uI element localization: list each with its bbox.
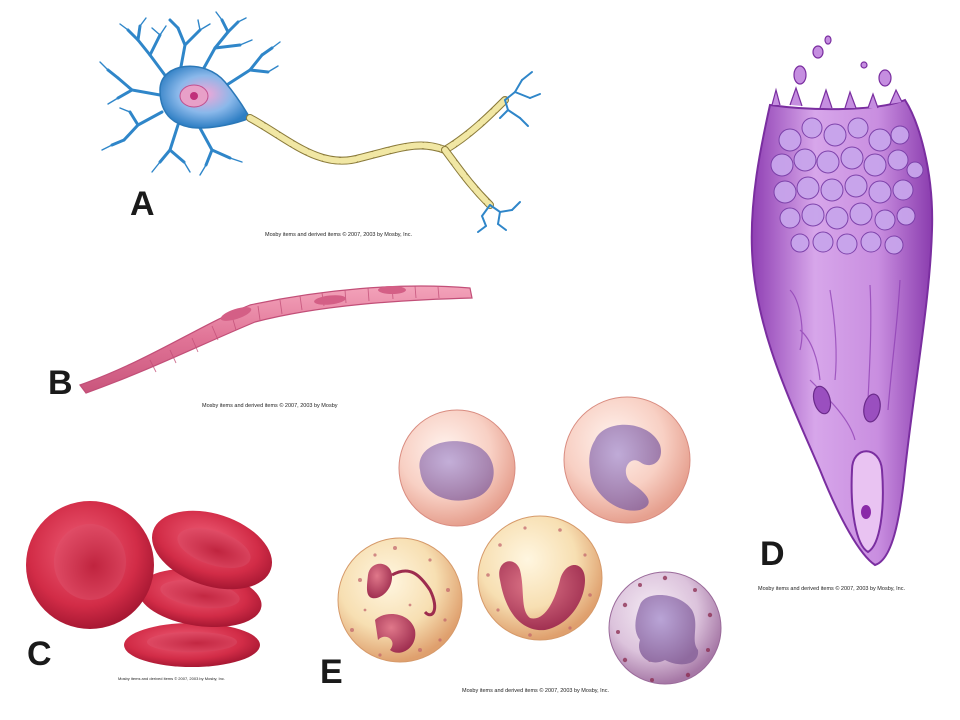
smooth-muscle-illustration bbox=[79, 285, 473, 394]
wbc-bottom-left bbox=[337, 537, 463, 663]
panel-label-c: C bbox=[27, 635, 52, 673]
panel-label-b: B bbox=[48, 364, 73, 402]
neuron-illustration bbox=[99, 11, 541, 233]
panel-label-e: E bbox=[320, 653, 343, 691]
red-blood-cells-illustration bbox=[26, 501, 273, 667]
credit-e: Mosby items and derived items © 2007, 20… bbox=[462, 687, 609, 694]
panel-label-a: A bbox=[130, 185, 155, 223]
wbc-bottom-right bbox=[608, 571, 722, 685]
credit-d: Mosby items and derived items © 2007, 20… bbox=[758, 585, 905, 592]
wbc-top-left bbox=[398, 409, 516, 527]
credit-c: Mosby items and derived items © 2007, 20… bbox=[118, 676, 225, 681]
panel-label-d: D bbox=[760, 535, 785, 573]
wbc-top-right bbox=[563, 396, 691, 524]
white-blood-cells-illustration bbox=[337, 396, 722, 685]
credit-a: Mosby items and derived items © 2007, 20… bbox=[265, 231, 412, 238]
wbc-bottom-middle bbox=[477, 515, 603, 641]
credit-b: Mosby items and derived items © 2007, 20… bbox=[202, 402, 338, 409]
goblet-cell-illustration bbox=[750, 35, 934, 567]
